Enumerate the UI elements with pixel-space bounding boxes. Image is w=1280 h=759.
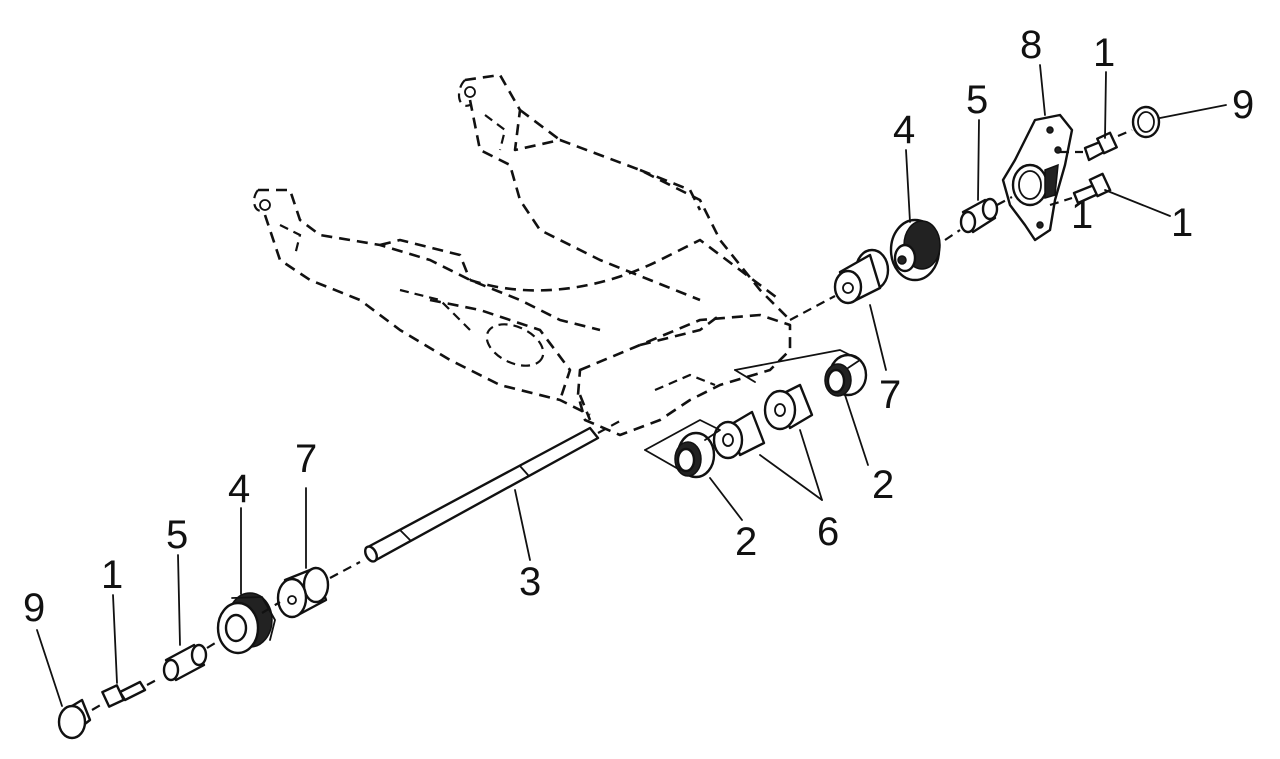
callout-7-left: 7 (295, 437, 317, 481)
callout-3: 3 (519, 560, 541, 604)
callout-4-right: 4 (893, 108, 915, 152)
callout-7-right: 7 (879, 373, 901, 417)
callout-1-right: 1 (1171, 201, 1193, 245)
callout-labels: 1 1 1 1 2 2 3 4 4 5 5 6 7 7 8 9 9 (23, 23, 1254, 630)
spacer-right (763, 383, 814, 431)
callout-1-extra: 1 (1071, 193, 1093, 237)
callout-9-left: 9 (23, 586, 45, 630)
callout-5-right: 5 (966, 78, 988, 122)
cap-nut-left (57, 698, 92, 740)
leader-lines (36, 64, 1227, 707)
collar-left (162, 643, 208, 682)
spacer-left (712, 410, 766, 460)
callout-1-left: 1 (101, 553, 123, 597)
adjuster-left (216, 592, 276, 655)
callout-8: 8 (1020, 23, 1042, 67)
pivot-bracket (1001, 113, 1074, 242)
callout-2-right: 2 (872, 463, 894, 507)
bolt-upper-right (1083, 131, 1118, 162)
callout-5-left: 5 (166, 513, 188, 557)
callout-1-top: 1 (1093, 31, 1115, 75)
bushing-right (833, 248, 890, 305)
bearing-left (674, 431, 716, 479)
callout-9-right: 9 (1232, 83, 1254, 127)
bolt-left (101, 680, 147, 708)
callout-4-left: 4 (228, 467, 250, 511)
bearing-right (824, 353, 868, 397)
adjuster-right (889, 218, 941, 282)
pivot-shaft (364, 420, 621, 563)
collar-right (959, 197, 999, 234)
callout-6: 6 (817, 510, 839, 554)
bushing-left (276, 566, 330, 619)
swingarm-outline (252, 73, 792, 437)
callout-2-left: 2 (735, 520, 757, 564)
cap-nut-right (1131, 105, 1161, 139)
